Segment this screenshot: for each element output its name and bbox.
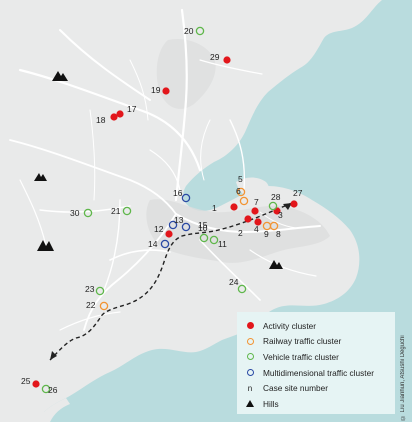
site-number-3: 3 bbox=[278, 210, 283, 220]
n-symbol: n bbox=[247, 383, 253, 393]
legend-item-hills: Hills bbox=[243, 396, 395, 412]
legend: Activity cluster Railway traffic cluster… bbox=[237, 312, 395, 414]
legend-item-case: n Case site number bbox=[243, 380, 395, 396]
site-marker-4 bbox=[254, 218, 262, 226]
site-marker-10 bbox=[199, 233, 209, 243]
site-marker-1 bbox=[230, 203, 238, 211]
site-number-23: 23 bbox=[85, 284, 95, 294]
site-number-30: 30 bbox=[70, 208, 80, 218]
site-number-12: 12 bbox=[154, 224, 164, 234]
site-number-21: 21 bbox=[111, 206, 121, 216]
railway-arrow-east bbox=[283, 203, 292, 210]
site-marker-12 bbox=[165, 230, 173, 238]
railway-line bbox=[49, 202, 293, 361]
legend-label: Hills bbox=[263, 398, 279, 409]
site-number-13: 13 bbox=[174, 215, 184, 225]
legend-item-activity: Activity cluster bbox=[243, 318, 395, 334]
hills-layer bbox=[34, 71, 283, 269]
case-site-labels: 1234567891011121314151617181920212223242… bbox=[21, 26, 303, 395]
case-site-markers bbox=[32, 26, 298, 394]
site-number-18: 18 bbox=[96, 115, 106, 125]
site-marker-25 bbox=[32, 380, 40, 388]
site-number-17: 17 bbox=[127, 104, 137, 114]
site-number-4: 4 bbox=[254, 224, 259, 234]
legend-label: Vehicle traffic cluster bbox=[263, 351, 339, 362]
site-marker-28 bbox=[268, 201, 278, 211]
ring-icon bbox=[246, 369, 254, 377]
land-mass bbox=[0, 0, 382, 412]
site-marker-7 bbox=[251, 207, 259, 215]
site-marker-11 bbox=[209, 235, 219, 245]
site-number-20: 20 bbox=[184, 26, 194, 36]
filled-circle-icon bbox=[246, 322, 254, 330]
site-marker-13 bbox=[168, 220, 178, 230]
legend-label: Railway traffic cluster bbox=[263, 336, 342, 347]
site-marker-18 bbox=[110, 113, 118, 121]
site-number-22: 22 bbox=[86, 300, 96, 310]
site-marker-23 bbox=[95, 286, 105, 296]
legend-item-railway: Railway traffic cluster bbox=[243, 334, 395, 350]
site-number-28: 28 bbox=[271, 192, 281, 202]
hill-icon bbox=[34, 173, 47, 181]
hill-icon bbox=[52, 71, 68, 81]
ring-icon bbox=[246, 353, 254, 361]
site-number-1: 1 bbox=[212, 203, 217, 213]
coastal-land bbox=[0, 398, 70, 422]
site-number-6: 6 bbox=[236, 186, 241, 196]
site-marker-2 bbox=[244, 215, 252, 223]
site-marker-20 bbox=[195, 26, 205, 36]
site-number-15: 15 bbox=[198, 220, 208, 230]
hill-icon bbox=[269, 260, 283, 269]
site-marker-9 bbox=[262, 221, 272, 231]
hill-icon bbox=[37, 240, 54, 251]
site-marker-6 bbox=[239, 196, 249, 206]
ring-icon bbox=[246, 337, 254, 345]
site-marker-15 bbox=[181, 222, 191, 232]
site-marker-16 bbox=[181, 193, 191, 203]
site-marker-29 bbox=[223, 56, 231, 64]
site-number-26: 26 bbox=[48, 385, 58, 395]
site-number-2: 2 bbox=[238, 228, 243, 238]
legend-label: Case site number bbox=[263, 383, 329, 394]
site-number-11: 11 bbox=[218, 239, 227, 249]
legend-label: Multidimensional traffic cluster bbox=[263, 367, 374, 378]
site-number-7: 7 bbox=[254, 197, 259, 207]
railway-arrow-west bbox=[50, 351, 57, 360]
site-number-14: 14 bbox=[148, 239, 158, 249]
site-marker-30 bbox=[83, 208, 93, 218]
site-marker-21 bbox=[122, 206, 132, 216]
site-marker-14 bbox=[160, 239, 170, 249]
site-number-24: 24 bbox=[229, 277, 239, 287]
site-number-8: 8 bbox=[276, 229, 281, 239]
site-number-10: 10 bbox=[198, 223, 208, 233]
site-number-5: 5 bbox=[238, 174, 243, 184]
legend-item-multidimensional: Multidimensional traffic cluster bbox=[243, 365, 395, 381]
site-number-27: 27 bbox=[293, 188, 303, 198]
site-number-9: 9 bbox=[264, 229, 269, 239]
legend-label: Activity cluster bbox=[263, 320, 317, 331]
site-marker-19 bbox=[162, 87, 170, 95]
site-number-16: 16 bbox=[173, 188, 183, 198]
legend-item-vehicle: Vehicle traffic cluster bbox=[243, 349, 395, 365]
site-marker-26 bbox=[41, 384, 51, 394]
triangle-icon bbox=[246, 400, 254, 408]
site-marker-5 bbox=[236, 187, 246, 197]
site-number-19: 19 bbox=[151, 85, 161, 95]
site-marker-24 bbox=[237, 284, 247, 294]
copyright-credit: © Liu Jianhun, Atsushi Deguchi bbox=[400, 335, 406, 420]
site-number-25: 25 bbox=[21, 376, 31, 386]
site-marker-17 bbox=[116, 110, 124, 118]
site-number-29: 29 bbox=[210, 52, 220, 62]
site-marker-22 bbox=[99, 301, 109, 311]
site-marker-27 bbox=[290, 200, 298, 208]
